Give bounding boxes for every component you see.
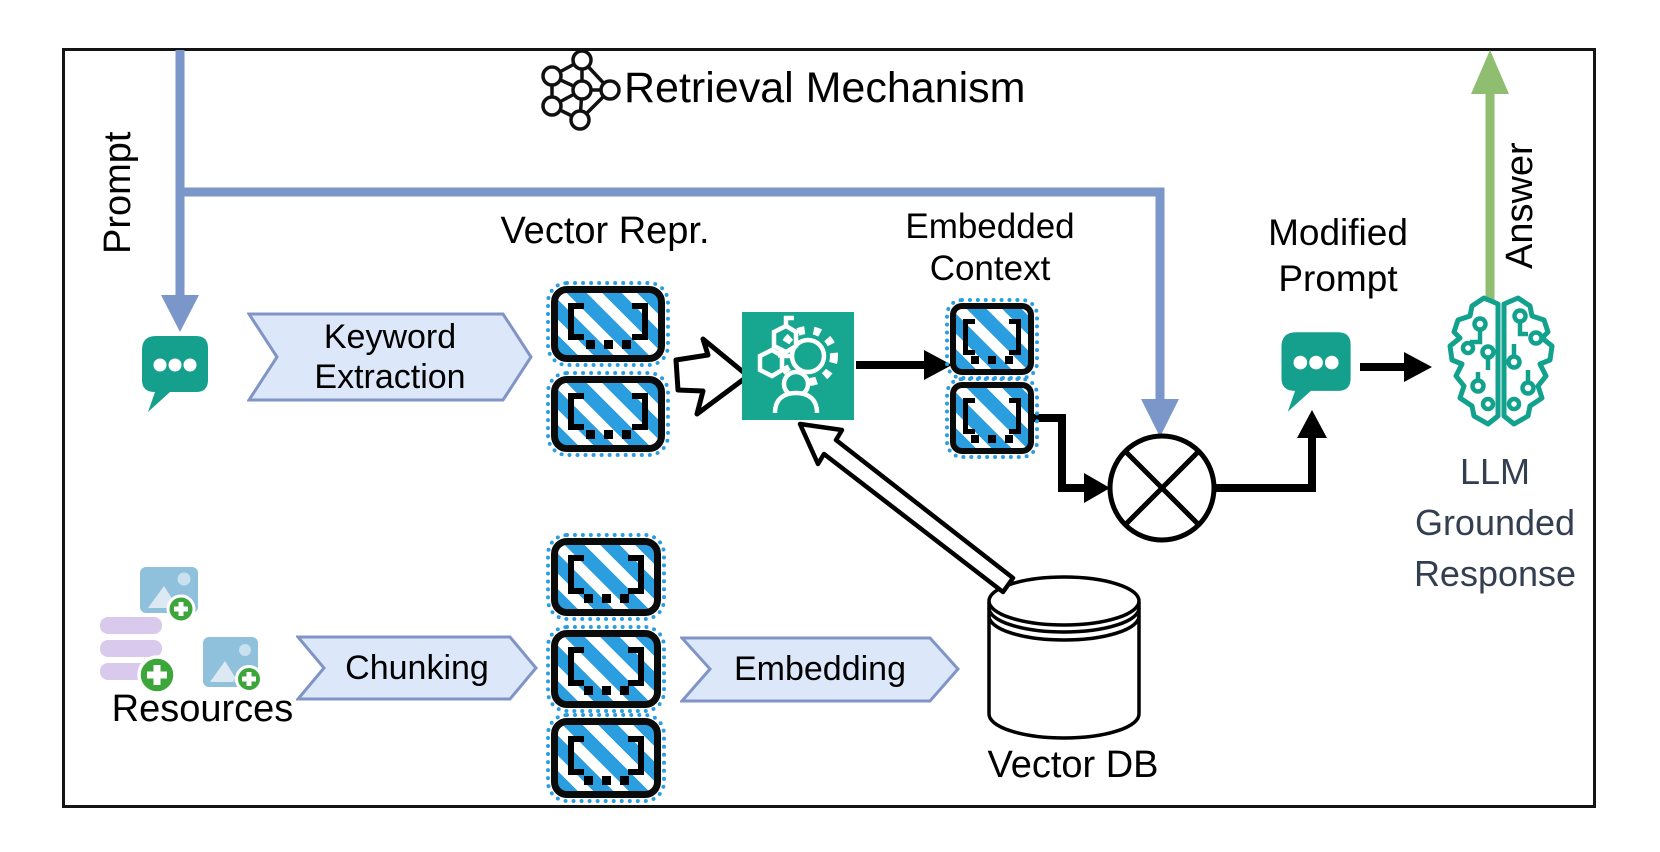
- answer-label: Answer: [1499, 142, 1542, 270]
- chunking-banner: Chunking: [296, 635, 538, 701]
- chunking-label: Chunking: [345, 648, 489, 687]
- context-chunk: [945, 298, 1039, 380]
- vector-db-label: Vector DB: [987, 744, 1159, 786]
- embedding-banner: Embedding: [680, 636, 960, 703]
- embedding-label: Embedding: [733, 650, 906, 689]
- keyword-extraction-label-line2: Extraction: [314, 358, 466, 396]
- vector-chunk: [546, 533, 666, 621]
- llm-label-line2: Grounded: [1414, 502, 1576, 544]
- banner-shape: [247, 312, 533, 402]
- prompt-chat-bubble-icon: [142, 336, 208, 412]
- vector-chunk: [546, 371, 670, 457]
- document-rows-icon: [100, 617, 177, 695]
- image-file-icon: [140, 567, 198, 624]
- context-chunk: [945, 377, 1039, 459]
- llm-label-line3: Response: [1413, 553, 1577, 595]
- embedded-context-line2: Context: [929, 249, 1051, 288]
- retrieval-agent-icon: [742, 312, 854, 420]
- vector-chunk: [546, 625, 666, 713]
- embedded-context-line1: Embedded: [905, 207, 1075, 246]
- llm-label-line1: LLM: [1459, 451, 1531, 492]
- embedded-context-label: Embedded Context: [898, 206, 1082, 290]
- modified-prompt-label: Modified Prompt: [1238, 210, 1438, 303]
- diagram-title: Retrieval Mechanism: [624, 64, 1026, 112]
- vector-repr-label: Vector Repr.: [500, 210, 710, 252]
- banner-shape: [296, 635, 538, 701]
- neural-network-icon: [541, 50, 621, 131]
- image-file-icon: [203, 637, 263, 693]
- prompt-label: Prompt: [97, 131, 140, 255]
- modified-prompt-bubble-icon: [1281, 332, 1351, 412]
- banner-shape: [680, 636, 960, 703]
- brain-circuit-icon: [1447, 295, 1555, 427]
- keyword-extraction-banner: Keyword Extraction: [247, 312, 533, 402]
- modified-prompt-line1: Modified: [1268, 212, 1408, 253]
- modified-prompt-line2: Prompt: [1278, 258, 1398, 300]
- resources-label: Resources: [111, 688, 294, 730]
- resources-icons: [100, 567, 263, 695]
- vector-chunk: [546, 281, 670, 367]
- diagram-frame: [62, 48, 1596, 808]
- vector-chunk: [546, 713, 666, 803]
- llm-grounded-response-label: LLM Grounded Response: [1397, 446, 1593, 599]
- keyword-extraction-label-line1: Keyword: [323, 317, 457, 356]
